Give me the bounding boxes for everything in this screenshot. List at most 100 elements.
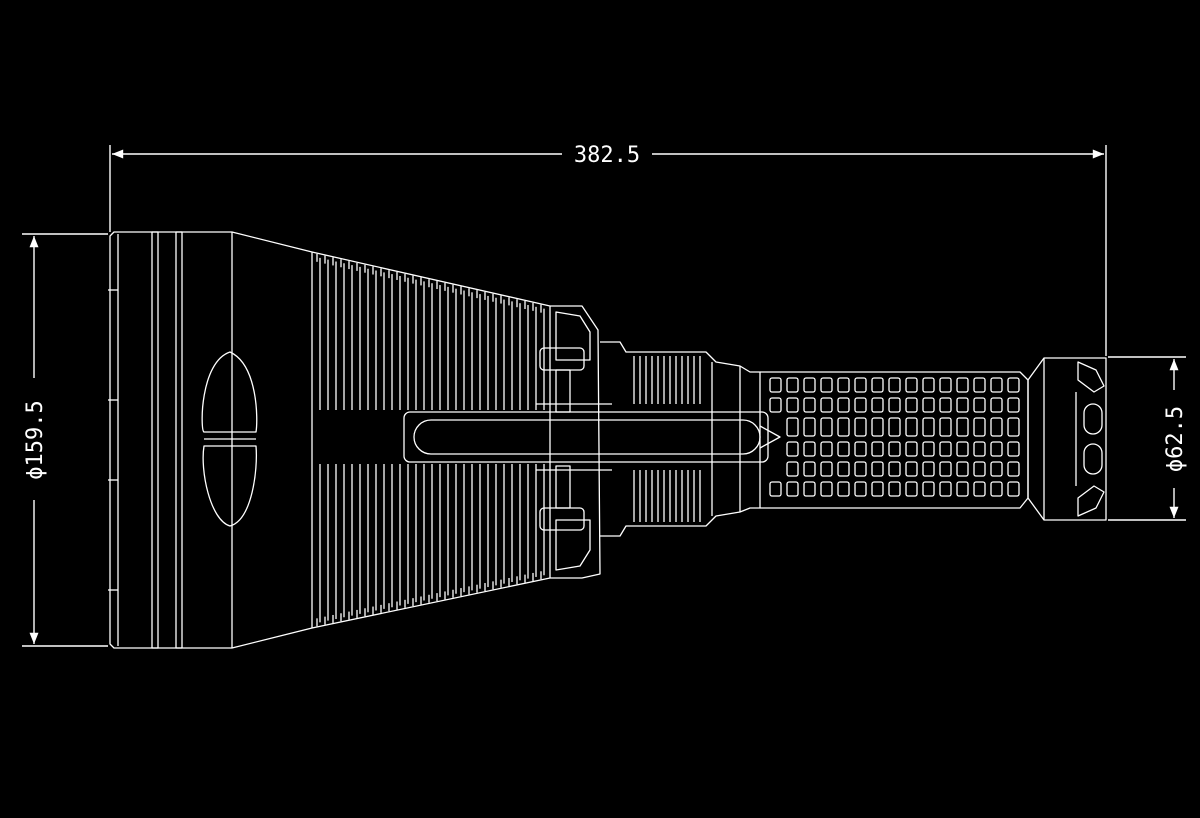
handle-outer [403,411,769,463]
knurl-cell [922,461,935,477]
knurl-cell [871,461,884,477]
knurl-cell [820,377,833,393]
knurl-cell [922,377,935,393]
knurl-cell [803,397,816,413]
tailcap-crown-upper [1077,361,1105,393]
knurl-cell [769,481,782,497]
knurl-cell [786,377,799,393]
dimension-head-diameter [22,233,108,647]
knurl-cell [854,397,867,413]
knurl-cell [905,397,918,413]
knurl-cell [820,461,833,477]
knurl-cell [939,461,952,477]
collar-lower-clip [555,519,591,571]
tailcap-crown-lower [1077,485,1105,517]
knurl-cell [803,441,816,457]
knurl-cell [956,397,969,413]
knurl-cell [956,481,969,497]
knurl-cell [888,461,901,477]
knurl-cell [803,417,816,437]
knurl-cell [922,417,935,437]
collar-upper-clip [555,311,591,361]
knurl-cell [820,397,833,413]
knurl-cell [820,417,833,437]
knurl-cell [871,481,884,497]
knurl-cell [820,441,833,457]
knurl-cell [871,417,884,437]
knurl-cell [939,417,952,437]
knurl-cell [854,377,867,393]
switch-window-lower [202,445,258,527]
lower-bolt-shank [555,465,571,509]
bezel-ring [151,231,159,649]
cooling-fins [311,251,551,629]
knurl-cell [922,481,935,497]
knurl-cell [956,377,969,393]
knurl-cell [905,461,918,477]
switch-window-upper [201,351,258,433]
knurl-cell [973,461,986,477]
knurl-cell [990,377,1003,393]
carry-handle [403,411,781,463]
knurl-cell [837,417,850,437]
knurl-cell [854,481,867,497]
knurl-cell [973,377,986,393]
knurl-cell [786,441,799,457]
knurl-cell [1007,377,1020,393]
knurl-cell [786,461,799,477]
knurl-cell [990,397,1003,413]
handle-tip [759,425,781,449]
knurl-cell [837,481,850,497]
flashlight [108,231,1107,649]
knurl-cell [837,441,850,457]
knurl-cell [854,441,867,457]
knurl-cell [837,377,850,393]
knurl-cell [973,481,986,497]
grip [760,371,1029,509]
knurl-cell [786,481,799,497]
knurl-cell [990,417,1003,437]
knurl-cell [956,417,969,437]
flashlight-head [108,231,313,649]
upper-bolt-head [539,347,585,371]
knurl-cell [990,461,1003,477]
knurl-cell [973,417,986,437]
knurl-cell [973,441,986,457]
knurl-cell [786,397,799,413]
fin-cone-outline [311,251,551,629]
knurling [769,377,1020,497]
knurl-cell [939,481,952,497]
knurl-cell [854,417,867,437]
tail-cap [1027,357,1107,521]
knurl-cell [854,461,867,477]
overall-length-label: 382.5 [574,143,640,168]
knurl-cell [871,441,884,457]
knurl-cell [803,461,816,477]
handle-slot [413,419,761,455]
knurl-cell [905,481,918,497]
collar [536,305,612,579]
knurl-cell [1007,417,1020,437]
knurl-cell [1007,441,1020,457]
knurl-cell [1007,461,1020,477]
knurl-cell [973,397,986,413]
dimension-overall-length [109,145,1107,356]
knurl-cell [990,481,1003,497]
knurl-cell [1007,397,1020,413]
knurl-cell [820,481,833,497]
knurl-cell [871,397,884,413]
knurl-cell [939,377,952,393]
knurl-cell [990,441,1003,457]
knurl-cell [769,397,782,413]
knurl-cell [888,397,901,413]
upper-bolt-shank [555,369,571,413]
knurl-cell [803,377,816,393]
knurl-cell [888,441,901,457]
knurl-cell [786,417,799,437]
knurl-cell [905,377,918,393]
neck-outline [600,341,761,537]
knurl-cell [803,481,816,497]
knurl-cell [905,441,918,457]
